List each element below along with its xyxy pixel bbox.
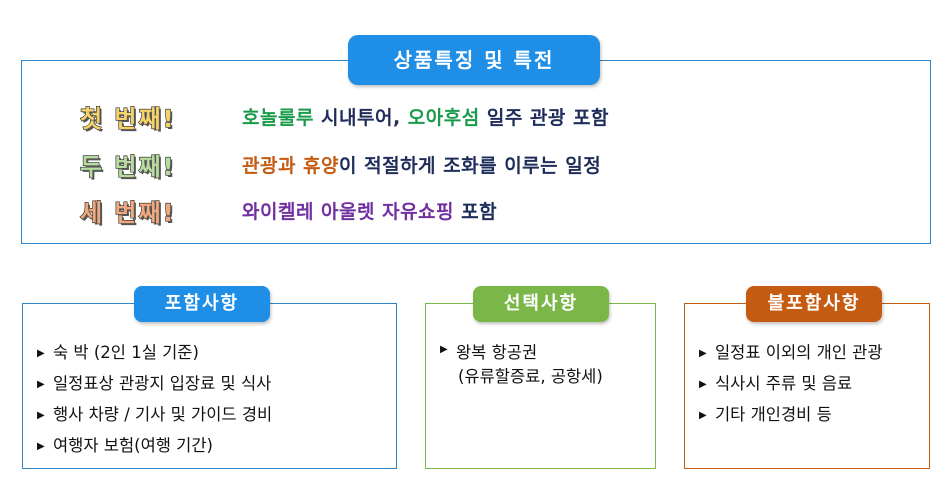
feature-text: 호놀룰루 시내투어, 오아후섬 일주 관광 포함 xyxy=(242,103,609,130)
feature-text-segment: 관광과 휴양 xyxy=(242,154,340,177)
list-item: ▶일정표 이외의 개인 관광 xyxy=(699,337,883,368)
bullet-icon: ▶ xyxy=(37,441,45,452)
bullet-icon: ▶ xyxy=(699,410,707,421)
bullet-icon: ▶ xyxy=(37,379,45,390)
bullet-icon: ▶ xyxy=(440,344,448,355)
included-box: ▶숙 박 (2인 1실 기준) ▶일정표상 관광지 입장료 및 식사 ▶행사 차… xyxy=(22,303,397,469)
list-item: ▶일정표상 관광지 입장료 및 식사 xyxy=(37,368,272,399)
features-title: 상품특징 및 특전 xyxy=(348,35,600,85)
feature-text-segment: 이 적절하게 조화를 이루는 일정 xyxy=(339,154,602,177)
list-item: ▶식사시 주류 및 음료 xyxy=(699,368,883,399)
optional-title: 선택사항 xyxy=(473,286,609,322)
list-item: ▶숙 박 (2인 1실 기준) xyxy=(37,337,272,368)
feature-ordinal: 세 번째! xyxy=(79,198,176,227)
list-item: ▶왕복 항공권(유류할증료, 공항세) xyxy=(440,337,603,389)
bullet-icon: ▶ xyxy=(699,348,707,359)
excluded-box: ▶일정표 이외의 개인 관광 ▶식사시 주류 및 음료 ▶기타 개인경비 등 xyxy=(684,303,930,469)
bullet-icon: ▶ xyxy=(699,379,707,390)
list-item: ▶기타 개인경비 등 xyxy=(699,399,883,430)
feature-text-segment: 와이켈레 아울렛 자유쇼핑 xyxy=(242,200,455,223)
feature-text-segment: 포함 xyxy=(454,200,498,223)
list-item: ▶행사 차량 / 기사 및 가이드 경비 xyxy=(37,399,272,430)
feature-text-segment: 호놀룰루 xyxy=(242,106,314,129)
included-list: ▶숙 박 (2인 1실 기준) ▶일정표상 관광지 입장료 및 식사 ▶행사 차… xyxy=(37,337,272,461)
excluded-title: 불포함사항 xyxy=(746,286,882,322)
feature-ordinal: 첫 번째! xyxy=(79,104,176,133)
feature-text-segment: 오아후섬 xyxy=(407,106,480,129)
bullet-icon: ▶ xyxy=(37,410,45,421)
feature-text-segment: 시내투어, xyxy=(313,106,408,129)
features-box: 첫 번째! 호놀룰루 시내투어, 오아후섬 일주 관광 포함 두 번째! 관광과… xyxy=(21,60,931,244)
feature-text-segment: 일주 관광 포함 xyxy=(479,106,609,129)
feature-ordinal: 두 번째! xyxy=(79,152,176,181)
included-title: 포함사항 xyxy=(134,286,270,322)
optional-box: ▶왕복 항공권(유류할증료, 공항세) xyxy=(425,303,656,469)
list-item: ▶여행자 보험(여행 기간) xyxy=(37,430,272,461)
bullet-icon: ▶ xyxy=(37,348,45,359)
feature-text: 관광과 휴양이 적절하게 조화를 이루는 일정 xyxy=(242,151,601,178)
feature-text: 와이켈레 아울렛 자유쇼핑 포함 xyxy=(242,197,497,224)
optional-list: ▶왕복 항공권(유류할증료, 공항세) xyxy=(440,337,603,389)
excluded-list: ▶일정표 이외의 개인 관광 ▶식사시 주류 및 음료 ▶기타 개인경비 등 xyxy=(699,337,883,430)
